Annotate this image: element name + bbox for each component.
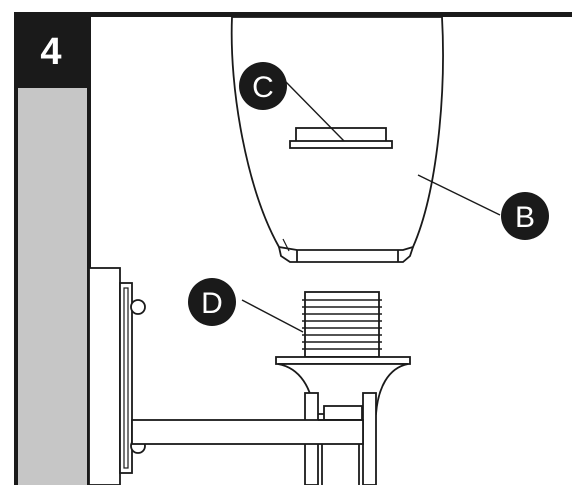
callout-d-badge — [188, 278, 236, 326]
backplate-outer — [88, 267, 121, 485]
callout-d-label: D — [201, 287, 223, 320]
callout-c: C — [239, 62, 287, 110]
socket-cap-plate — [275, 356, 411, 365]
leader-lines — [241, 81, 501, 333]
callout-c-label: C — [252, 71, 274, 104]
shade-label-slot — [295, 127, 387, 143]
callout-b: B — [501, 192, 549, 240]
arm-post-right — [362, 392, 377, 485]
wall-surface — [14, 88, 89, 485]
backplate-rim — [123, 287, 129, 469]
shade-edge-highlight — [282, 238, 290, 252]
wall-bracket — [88, 267, 364, 485]
socket-thread-body — [304, 291, 380, 358]
step-box — [14, 12, 89, 88]
shade-bottom-rim — [278, 246, 414, 263]
backplate-inner — [119, 282, 133, 474]
step-number: 4 — [40, 31, 61, 73]
socket-neck — [323, 405, 363, 421]
callout-d: D — [188, 278, 236, 326]
leader-line-b — [417, 174, 501, 216]
socket-assembly — [275, 291, 411, 485]
mount-screw-top — [130, 299, 146, 315]
frame-top-border — [14, 12, 572, 17]
callout-b-label: B — [515, 201, 535, 234]
callout-c-badge — [239, 62, 287, 110]
left-panel: 4 — [14, 12, 91, 485]
shade-label-slot-base — [289, 140, 393, 149]
fixture-arm — [131, 419, 364, 445]
leader-line-c — [285, 81, 345, 142]
callout-b-badge — [501, 192, 549, 240]
socket-threads — [302, 299, 382, 350]
glass-shade — [230, 16, 444, 263]
leader-line-d — [241, 299, 304, 333]
